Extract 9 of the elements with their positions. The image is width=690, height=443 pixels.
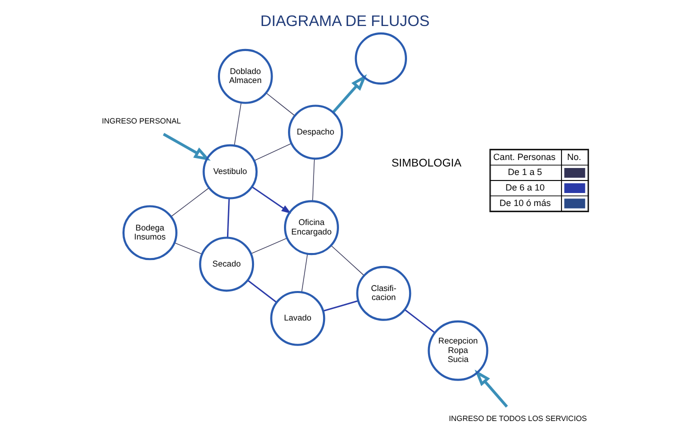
legend-label: De 1 a 5 (508, 167, 542, 178)
legend-label: De 10 ó más (500, 198, 551, 208)
label: No. (567, 152, 582, 162)
label: SIMBOLOGIA (392, 157, 462, 170)
label: Cant. Personas (493, 152, 556, 162)
node-text: INGRESO DE TODOS LOS SERVICIOS (448, 414, 587, 424)
node-text: INGRESO PERSONAL (102, 116, 181, 126)
diagram-title: DIAGRAMA DE FLUJOS (260, 13, 430, 30)
legend-label: De 6 a 10 (505, 182, 545, 193)
